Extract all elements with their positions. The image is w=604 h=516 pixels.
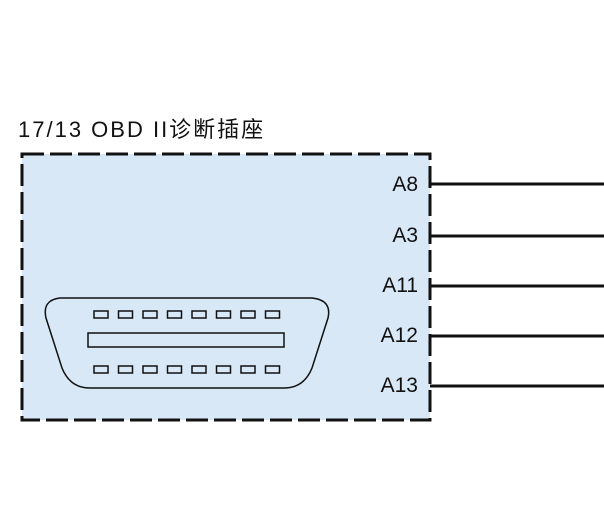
pin-list: A8 A3 A11 A12 A13: [381, 173, 604, 397]
pin-label-a8: A8: [392, 173, 418, 196]
connector-top-pin-row: [93, 310, 281, 319]
connector-bottom-pin-8: [264, 365, 281, 374]
component-title: 17/13 OBD II诊断插座: [18, 117, 266, 142]
connector-top-pin-6: [215, 310, 232, 319]
connector-bottom-pin-1: [93, 365, 109, 374]
connector-top-pin-3: [142, 310, 158, 319]
connector-bottom-pin-5: [191, 365, 207, 374]
connector-top-pin-5: [191, 310, 207, 319]
connector-bottom-pin-row: [93, 365, 281, 374]
connector-center-bar: [87, 332, 285, 348]
pin-label-a13: A13: [381, 374, 418, 397]
connector-bottom-pin-6: [215, 365, 232, 374]
connector-bottom-pin-4: [166, 365, 183, 374]
pin-label-a3: A3: [392, 224, 418, 247]
connector-bottom-pin-2: [117, 365, 134, 374]
connector-top-pin-4: [166, 310, 183, 319]
component-box: [20, 152, 432, 422]
obd-connector-outline: [44, 297, 330, 389]
pin-label-a11: A11: [382, 274, 418, 297]
connector-bottom-pin-7: [240, 365, 256, 374]
connector-bottom-pin-3: [142, 365, 158, 374]
connector-top-pin-8: [264, 310, 281, 319]
connector-top-pin-7: [240, 310, 256, 319]
connector-top-pin-1: [93, 310, 109, 319]
connector-top-pin-2: [117, 310, 134, 319]
pin-label-a12: A12: [381, 324, 418, 347]
